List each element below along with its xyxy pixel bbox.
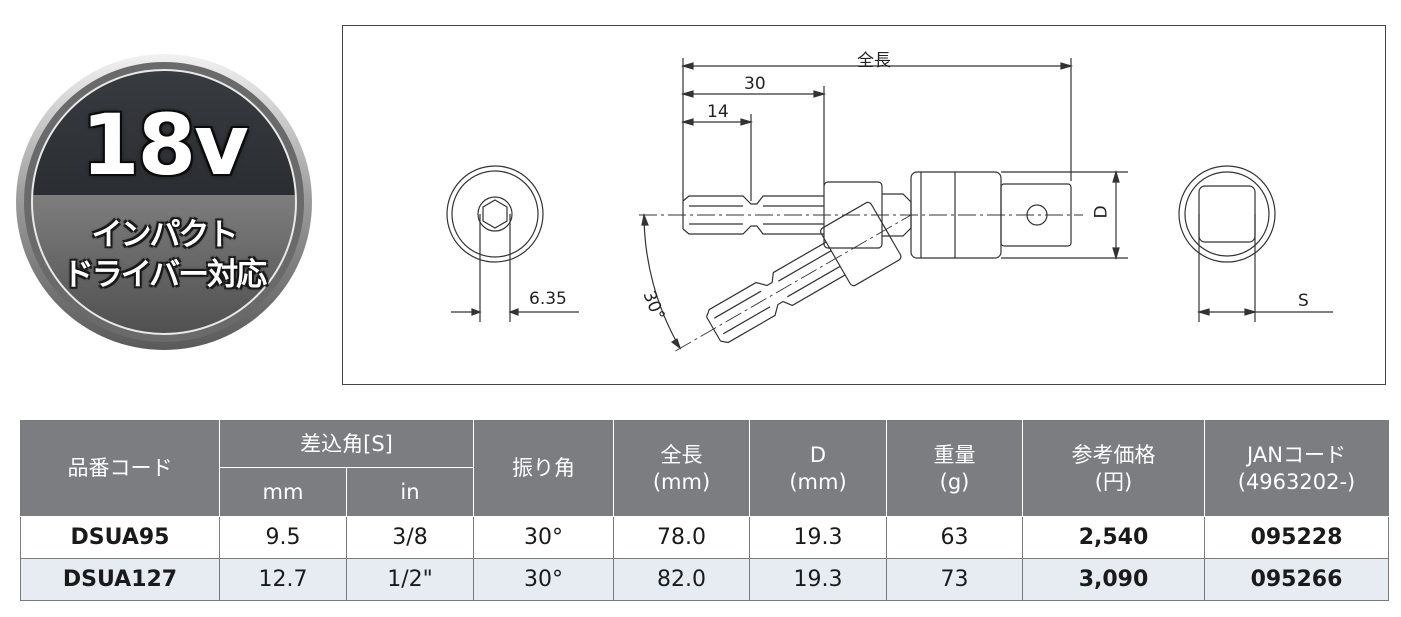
header-jan-code: JANコード(4963202-)	[1204, 420, 1389, 517]
cell-angle: 30°	[473, 516, 614, 559]
cell-length: 82.0	[613, 558, 750, 601]
overall-length-label: 全長	[857, 51, 891, 71]
cell-angle: 30°	[473, 558, 614, 601]
cell-mm: 12.7	[219, 558, 347, 601]
cell-code: DSUA127	[20, 558, 220, 601]
hex-size-label: 6.35	[529, 289, 567, 309]
drawing-lines	[446, 58, 1333, 352]
cell-length: 78.0	[613, 516, 750, 559]
diameter-label: D	[1091, 205, 1112, 219]
square-end-view-icon	[1178, 165, 1333, 322]
badge-disc-icon	[16, 54, 312, 350]
dim-14-label: 14	[707, 102, 729, 122]
header-square-drive: 差込角[S]	[219, 420, 474, 468]
table-row: DSUA127 12.7 1/2" 30° 82.0 19.3 73 3,090…	[20, 558, 1389, 601]
header-weight: 重量(g)	[886, 420, 1023, 517]
voltage-badge: 18v インパクト ドライバー対応	[14, 52, 314, 352]
header-swing-angle: 振り角	[473, 420, 614, 517]
header-price: 参考価格(円)	[1022, 420, 1205, 517]
side-view-icon	[639, 58, 1128, 352]
cell-code: DSUA95	[20, 516, 220, 559]
cell-diameter: 19.3	[749, 558, 887, 601]
cell-in: 3/8	[346, 516, 474, 559]
cell-mm: 9.5	[219, 516, 347, 559]
header-length: 全長(mm)	[613, 420, 750, 517]
spec-table: 品番コード 差込角[S] 振り角 全長(mm) D(mm) 重量(g) 参考価格…	[20, 420, 1389, 601]
cell-in: 1/2"	[346, 558, 474, 601]
dim-30-label: 30	[744, 74, 766, 94]
impact-label: インパクト	[91, 217, 239, 253]
hex-end-view-icon	[446, 165, 579, 322]
voltage-label: 18v	[81, 96, 249, 194]
table-row: DSUA95 9.5 3/8 30° 78.0 19.3 63 2,540 09…	[20, 516, 1389, 559]
cell-weight: 73	[886, 558, 1023, 601]
cell-weight: 63	[886, 516, 1023, 559]
technical-drawing: 全長 30 14 6.35 30° D S	[342, 25, 1386, 385]
cell-jan: 095266	[1204, 558, 1389, 601]
header-product-code: 品番コード	[20, 420, 220, 517]
header-diameter: D(mm)	[749, 420, 887, 517]
square-size-label: S	[1298, 291, 1309, 311]
cell-price: 3,090	[1022, 558, 1205, 601]
header-mm: mm	[219, 467, 347, 517]
driver-compatible-label: ドライバー対応	[62, 257, 267, 293]
cell-jan: 095228	[1204, 516, 1389, 559]
header-in: in	[346, 467, 474, 517]
cell-price: 2,540	[1022, 516, 1205, 559]
cell-diameter: 19.3	[749, 516, 887, 559]
